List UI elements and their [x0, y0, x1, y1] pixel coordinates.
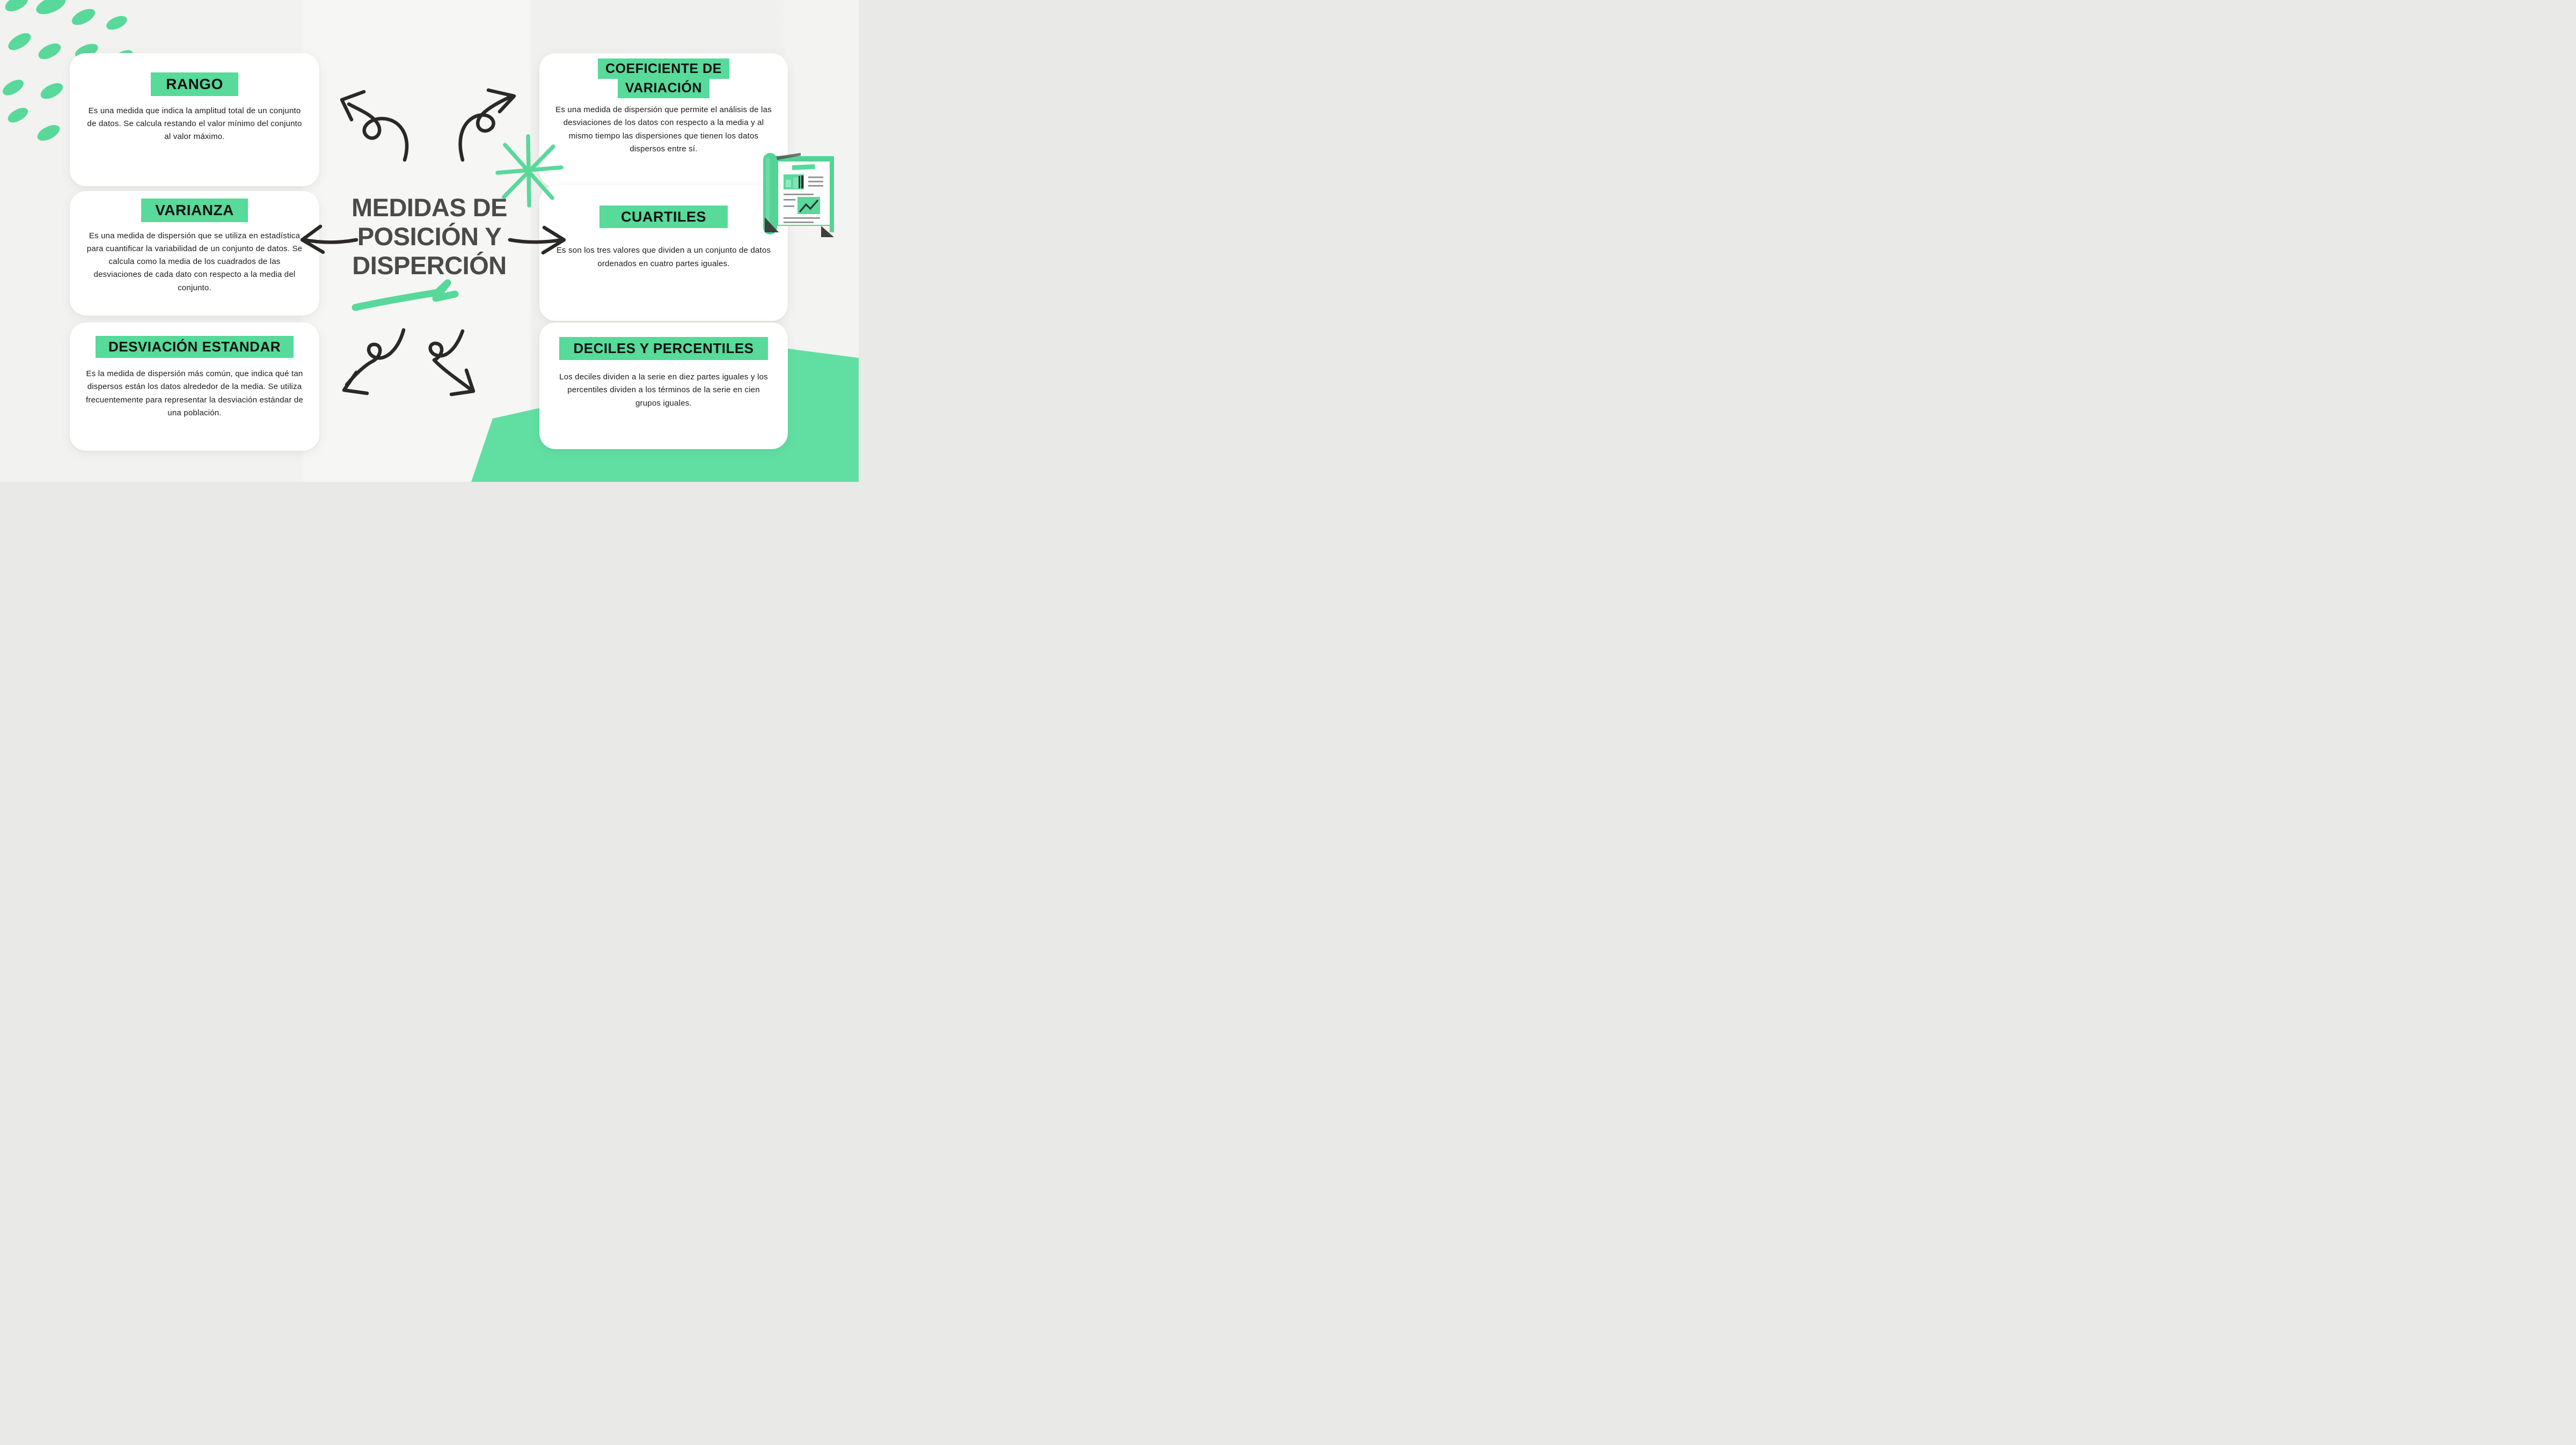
page-title-line1: MEDIDAS DE	[351, 193, 508, 222]
card-desviacion-body: Es la medida de dispersión más común, qu…	[86, 369, 303, 418]
card-rango-title-highlight: RANGO	[151, 72, 238, 96]
card-cuartiles-title-highlight: CUARTILES	[599, 206, 728, 229]
card-coeficiente-title-highlight: COEFICIENTE DE VARIACIÓN	[539, 58, 788, 98]
card-cuartiles: CUARTILES Es son los tres valores que di…	[539, 185, 788, 321]
card-coeficiente-title-line2: VARIACIÓN	[618, 78, 709, 98]
card-cuartiles-body: Es son los tres valores que dividen a un…	[556, 246, 771, 268]
card-desviacion-title-highlight: DESVIACIÓN ESTANDAR	[95, 336, 294, 358]
card-varianza: VARIANZA Es una medida de dispersión que…	[70, 191, 319, 316]
card-coeficiente-body: Es una medida de dispersión que permite …	[555, 105, 772, 153]
page-title: MEDIDAS DE POSICIÓN Y DISPERCIÓN	[322, 193, 537, 280]
report-scroll-icon	[763, 153, 834, 237]
card-coeficiente-title-line1: COEFICIENTE DE	[598, 58, 729, 79]
card-deciles-body: Los deciles dividen a la serie en diez p…	[559, 372, 768, 408]
page-title-line2: POSICIÓN Y	[357, 222, 502, 251]
infographic-canvas: RANGO Es una medida que indica la amplit…	[0, 0, 859, 482]
card-coeficiente-variacion: COEFICIENTE DE VARIACIÓN Es una medida d…	[539, 53, 788, 187]
card-varianza-body: Es una medida de dispersión que se utili…	[86, 231, 303, 292]
page-title-line3: DISPERCIÓN	[352, 251, 507, 280]
card-deciles-title-highlight: DECILES Y PERCENTILES	[559, 337, 768, 361]
card-desviacion-estandar: DESVIACIÓN ESTANDAR Es la medida de disp…	[70, 322, 319, 451]
card-deciles-percentiles: DECILES Y PERCENTILES Los deciles divide…	[539, 322, 788, 449]
card-varianza-title-highlight: VARIANZA	[141, 199, 248, 222]
card-rango-body: Es una medida que indica la amplitud tot…	[87, 106, 302, 142]
card-rango: RANGO Es una medida que indica la amplit…	[70, 53, 319, 186]
